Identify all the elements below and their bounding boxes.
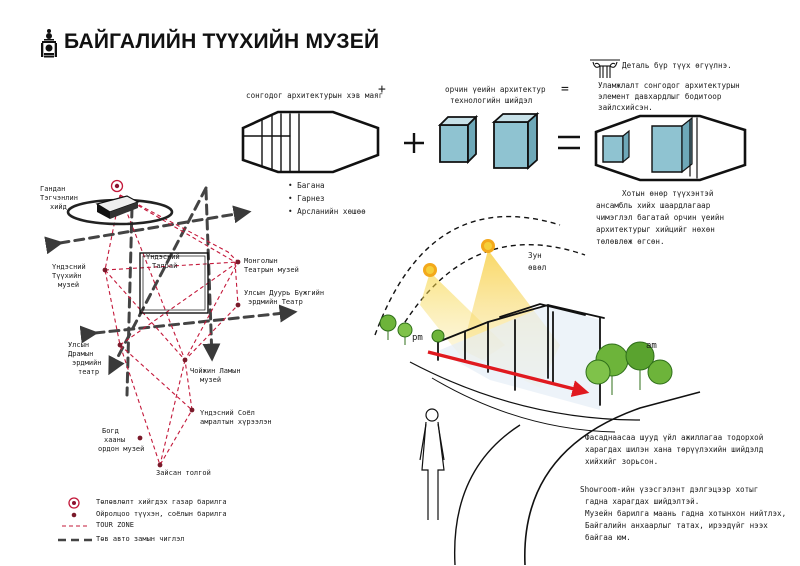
map-label-zaisan: Зайсан толгой — [156, 469, 211, 477]
map-label-choijin-1: Чойжин Ламын — [190, 367, 241, 375]
glass-cube-small — [437, 114, 479, 165]
detail-note-1: Деталь бүр түүх өгүүлнэ. — [622, 61, 732, 70]
facade-note-2: харагдах шилэн хана төрүүлэхийн шийдэлд — [585, 445, 764, 454]
bullet-lion: • Арсланийн хөшөө — [288, 207, 366, 216]
facade-note-3: хийхийг зорьсон. — [585, 457, 659, 466]
glass-cube-large — [491, 111, 540, 171]
map-label-theatre-museum-1: Монголын — [244, 257, 278, 265]
site-marker-icon — [110, 179, 124, 193]
sun-study-sketch — [374, 215, 701, 566]
legend-main-road: Төв авто замын чиглэл — [96, 535, 185, 543]
modern-label-2: технологийн шийдэл — [450, 96, 533, 105]
page-title: БАЙГАЛИЙН ТҮҮХИЙН МУЗЕЙ — [64, 30, 380, 53]
pm-label: pm — [412, 333, 423, 343]
person-figure — [419, 408, 445, 520]
bullet-cornice: • Гарнез — [288, 194, 325, 203]
equals-text: = — [561, 82, 569, 97]
ensemble-line-4: архитектурыг хийцийг нөхөн — [596, 225, 715, 234]
classic-style-label: сонгодог архитектурын хэв маяг — [246, 91, 384, 100]
showroom-note-4: Байгалийн анхаарлыг татах, ирээдүйг нээх — [585, 521, 768, 530]
plus-text: + — [378, 82, 386, 97]
map-label-theatre-museum-2: Театрын музей — [244, 266, 299, 274]
map-label-opera-1: Улсын Дуурь Бүжгийн — [244, 289, 325, 297]
map-label-park-1: Үндэсний Соёл — [200, 409, 255, 417]
detail-note-2: Уламжлалт сонгодог архитектурын — [598, 81, 740, 90]
showroom-note-5: байгаа юм. — [585, 533, 631, 542]
map-label-bogd-1: Богд — [102, 427, 119, 435]
map-label-gandan-1: Гандан — [40, 185, 66, 193]
winter-label: өвөл — [528, 263, 547, 272]
map-label-history-2: Түүхийн — [52, 272, 82, 280]
facade-note-1: Фасаднаасаа шууд үйл ажиллагаа тодорхой — [585, 433, 764, 442]
ensemble-line-3: чимэглэл багатай орчин үеийн — [596, 213, 725, 222]
bullet-column: • Багана — [288, 181, 325, 190]
showroom-note-1: Showroom-ийн үзэсгэлэнт дэлгэцээр хотыг — [580, 485, 759, 494]
soyombo-icon — [41, 29, 57, 58]
ionic-column-icon — [590, 59, 620, 78]
urban-map — [44, 179, 298, 468]
map-label-bogd-2: хааны — [104, 436, 126, 444]
am-label: am — [646, 341, 657, 351]
tree-icon — [379, 314, 673, 395]
detail-note-4: зайлсхийсэн. — [598, 103, 653, 112]
classic-building-sketch — [241, 110, 380, 174]
legend-symbols — [58, 497, 92, 542]
map-label-history-3: музей — [58, 281, 80, 289]
legend-site: Төлөвлөлт хийгдэх газар барилга — [96, 498, 227, 506]
map-label-drama-3: эрдмийн — [72, 359, 102, 367]
map-label-drama-1: Улсын — [68, 341, 90, 349]
map-label-gandan-2: Тэгчэнлин — [40, 194, 78, 202]
map-label-drama-2: Драмын — [68, 350, 94, 358]
map-label-drama-4: театр — [78, 368, 100, 376]
legend-tour-zone: TOUR ZONE — [96, 521, 134, 529]
summer-label: Зун — [528, 251, 542, 260]
map-label-history-1: Үндэсний — [52, 263, 86, 271]
map-label-gandan-3: хийд — [50, 203, 67, 211]
map-label-park-2: амралтын хүрээлэн — [200, 418, 272, 426]
equals-sign — [558, 135, 580, 150]
detail-note-3: элемент давхардлыг бодитоор — [598, 92, 722, 101]
map-label-square-2: Талбай — [152, 262, 178, 270]
plus-sign — [404, 133, 424, 153]
map-label-choijin-2: музей — [200, 376, 222, 384]
ensemble-line-1: Хотын өнөр түүхэнтэй — [622, 189, 714, 198]
ensemble-line-2: ансамбль хийх шаардлагаар — [596, 201, 711, 210]
showroom-note-2: гадна харагдах шийдэлтэй. — [585, 497, 700, 506]
showroom-note-3: Музейн барилга маань гадна хотынхон нийт… — [585, 509, 787, 518]
ensemble-line-5: төлөвлөж өгсөн. — [596, 237, 665, 246]
combined-building-sketch — [594, 114, 747, 182]
map-label-bogd-3: ордон музей — [98, 445, 145, 453]
map-label-square-1: Үндэсний — [146, 253, 180, 261]
legend-poi: Ойролцоо түүхэн, соёлын барилга — [96, 510, 227, 518]
modern-label-1: орчин үеийн архитектур — [445, 85, 546, 94]
map-label-opera-2: эрдмийн Театр — [248, 298, 303, 306]
